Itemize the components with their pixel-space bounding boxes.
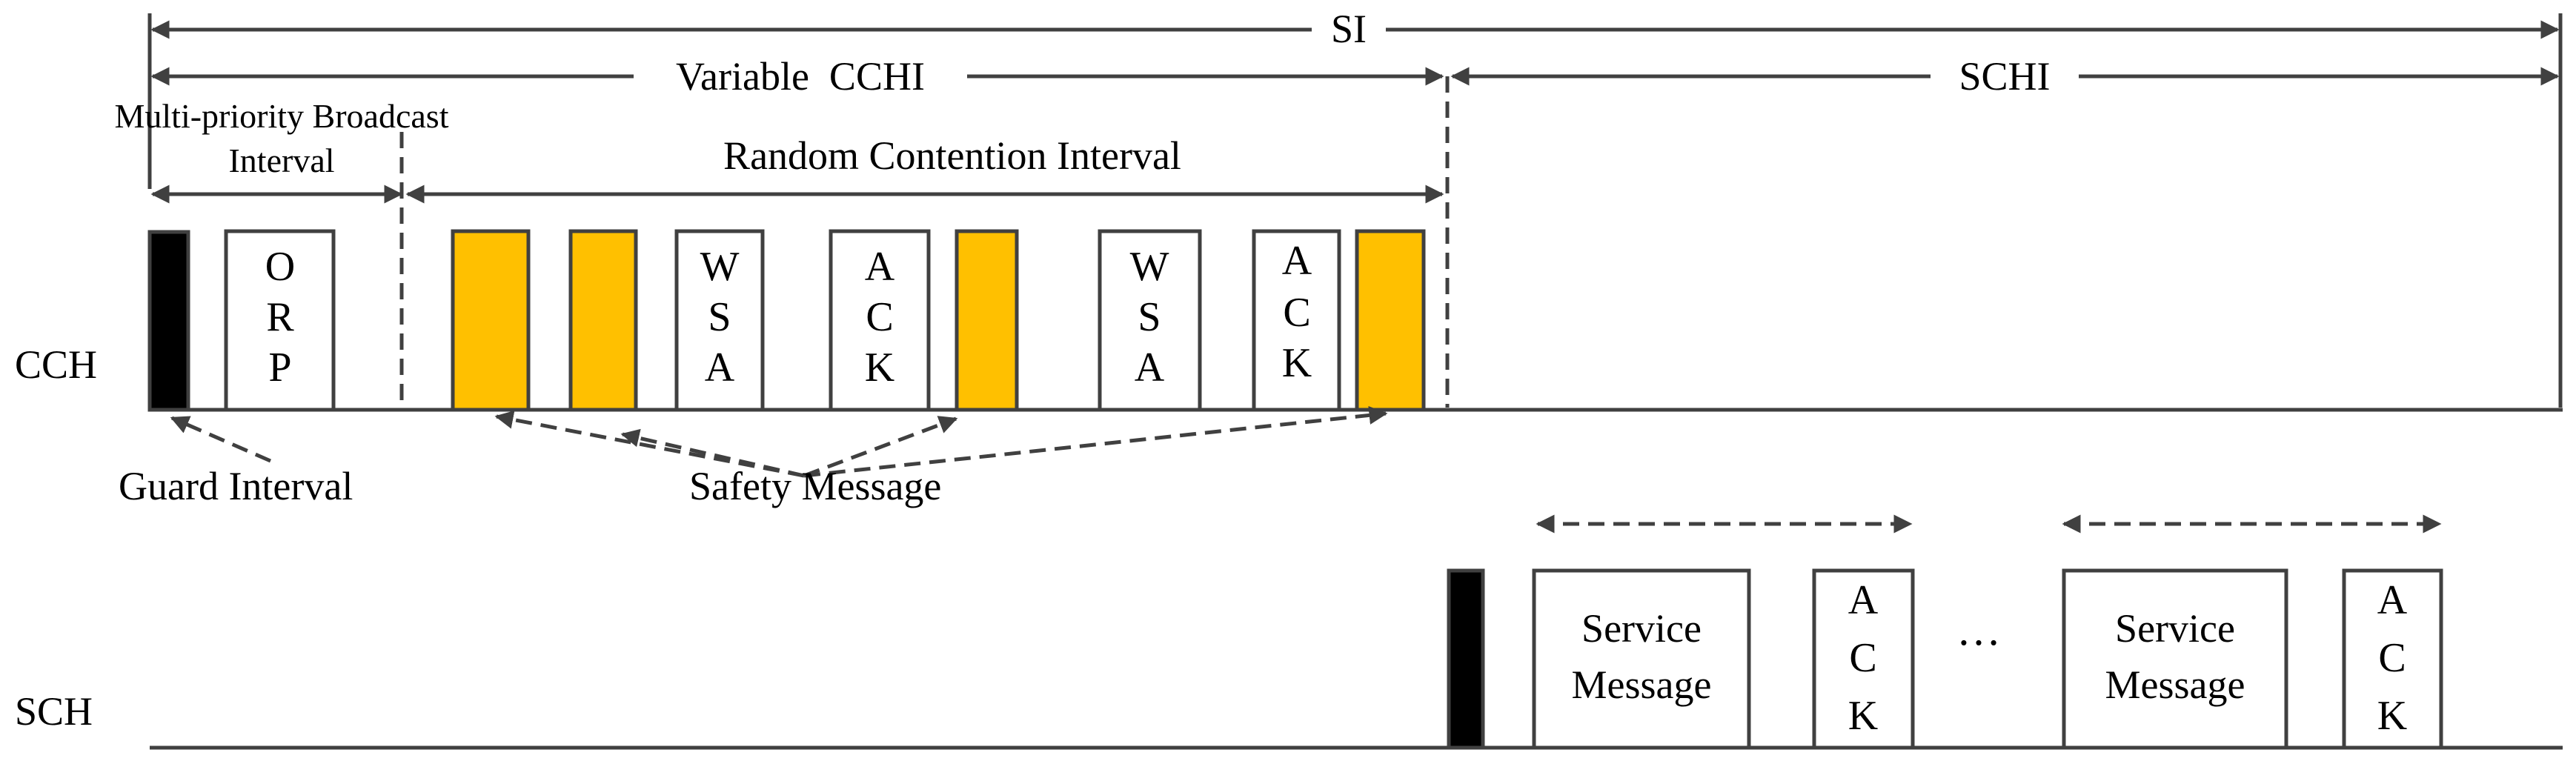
wsa2-letter-1: W	[1130, 244, 1169, 290]
ack1-letter-1: A	[865, 244, 895, 290]
sch-guard-interval-block	[1447, 568, 1485, 750]
interval-arrows: SI Variable CCHI SCHI Multi-priority Bro…	[115, 7, 2563, 408]
wsa-box-2	[1098, 229, 1202, 412]
wsa1-letter-1: W	[700, 244, 740, 290]
annotation-pointers: Guard Interval Safety Message	[119, 405, 1388, 508]
wsa-box-1	[674, 229, 765, 412]
sch-ack1-letter-3: K	[1848, 693, 1878, 739]
cch-label: CCH	[15, 342, 97, 387]
ack-box-2	[1252, 229, 1341, 412]
cch-channel: CCH O R P W S A A C K W S A A C K	[15, 229, 2563, 412]
safety-message-block-1	[451, 229, 531, 412]
service2-line-2: Message	[2105, 662, 2245, 707]
sch-label: SCH	[15, 689, 93, 734]
service-message-box-1	[1532, 568, 1751, 750]
sch-ack1-letter-2: C	[1849, 635, 1876, 681]
random-contention-label: Random Contention Interval	[723, 133, 1181, 178]
guard-interval-label: Guard Interval	[119, 464, 353, 508]
service1-line-1: Service	[1581, 606, 1702, 651]
wsa1-letter-3: A	[705, 345, 735, 391]
ack2-letter-3: K	[1282, 340, 1312, 386]
sch-ack2-letter-1: A	[2377, 577, 2408, 623]
cchi-label: Variable CCHI	[676, 54, 925, 99]
sch-ack1-letter-1: A	[1848, 577, 1879, 623]
service2-line-1: Service	[2115, 606, 2235, 651]
orp-letter-2: R	[266, 294, 294, 340]
safety-pointer-4	[803, 405, 1388, 478]
sch-channel: SCH Service Message A C K … Service Mess…	[15, 514, 2563, 750]
safety-message-block-4	[1355, 229, 1426, 412]
safety-message-block-3	[955, 229, 1019, 412]
wsa2-letter-2: S	[1138, 294, 1161, 340]
guard-interval-pointer	[170, 416, 271, 463]
safety-pointer-3	[803, 416, 958, 478]
ack2-letter-2: C	[1283, 290, 1310, 336]
safety-pointer-2	[620, 428, 805, 478]
wsa2-letter-3: A	[1135, 345, 1165, 391]
orp-box	[224, 229, 336, 412]
service1-line-2: Message	[1572, 662, 1712, 707]
broadcast-interval-label-line1: Multi-priority Broadcast	[115, 97, 449, 135]
safety-message-block-2	[568, 229, 638, 412]
ack1-letter-3: K	[865, 345, 894, 391]
orp-letter-1: O	[265, 244, 295, 290]
orp-letter-3: P	[268, 345, 291, 391]
wsa1-letter-2: S	[708, 294, 731, 340]
schi-label: SCHI	[1959, 54, 2050, 99]
sch-ack2-letter-3: K	[2377, 693, 2407, 739]
ellipsis: …	[1956, 605, 2001, 654]
sch-ack-box-1	[1812, 568, 1915, 750]
sch-ack2-letter-2: C	[2378, 635, 2406, 681]
sch-ack-box-2	[2342, 568, 2443, 750]
ack2-letter-1: A	[1282, 238, 1312, 284]
broadcast-interval-label-line2: Interval	[228, 142, 334, 179]
safety-message-label: Safety Message	[689, 464, 941, 508]
service-message-box-2	[2062, 568, 2288, 750]
si-label: SI	[1331, 7, 1367, 51]
ack-box-1	[829, 229, 931, 412]
ack1-letter-2: C	[866, 294, 893, 340]
cch-guard-interval-block	[147, 230, 190, 412]
